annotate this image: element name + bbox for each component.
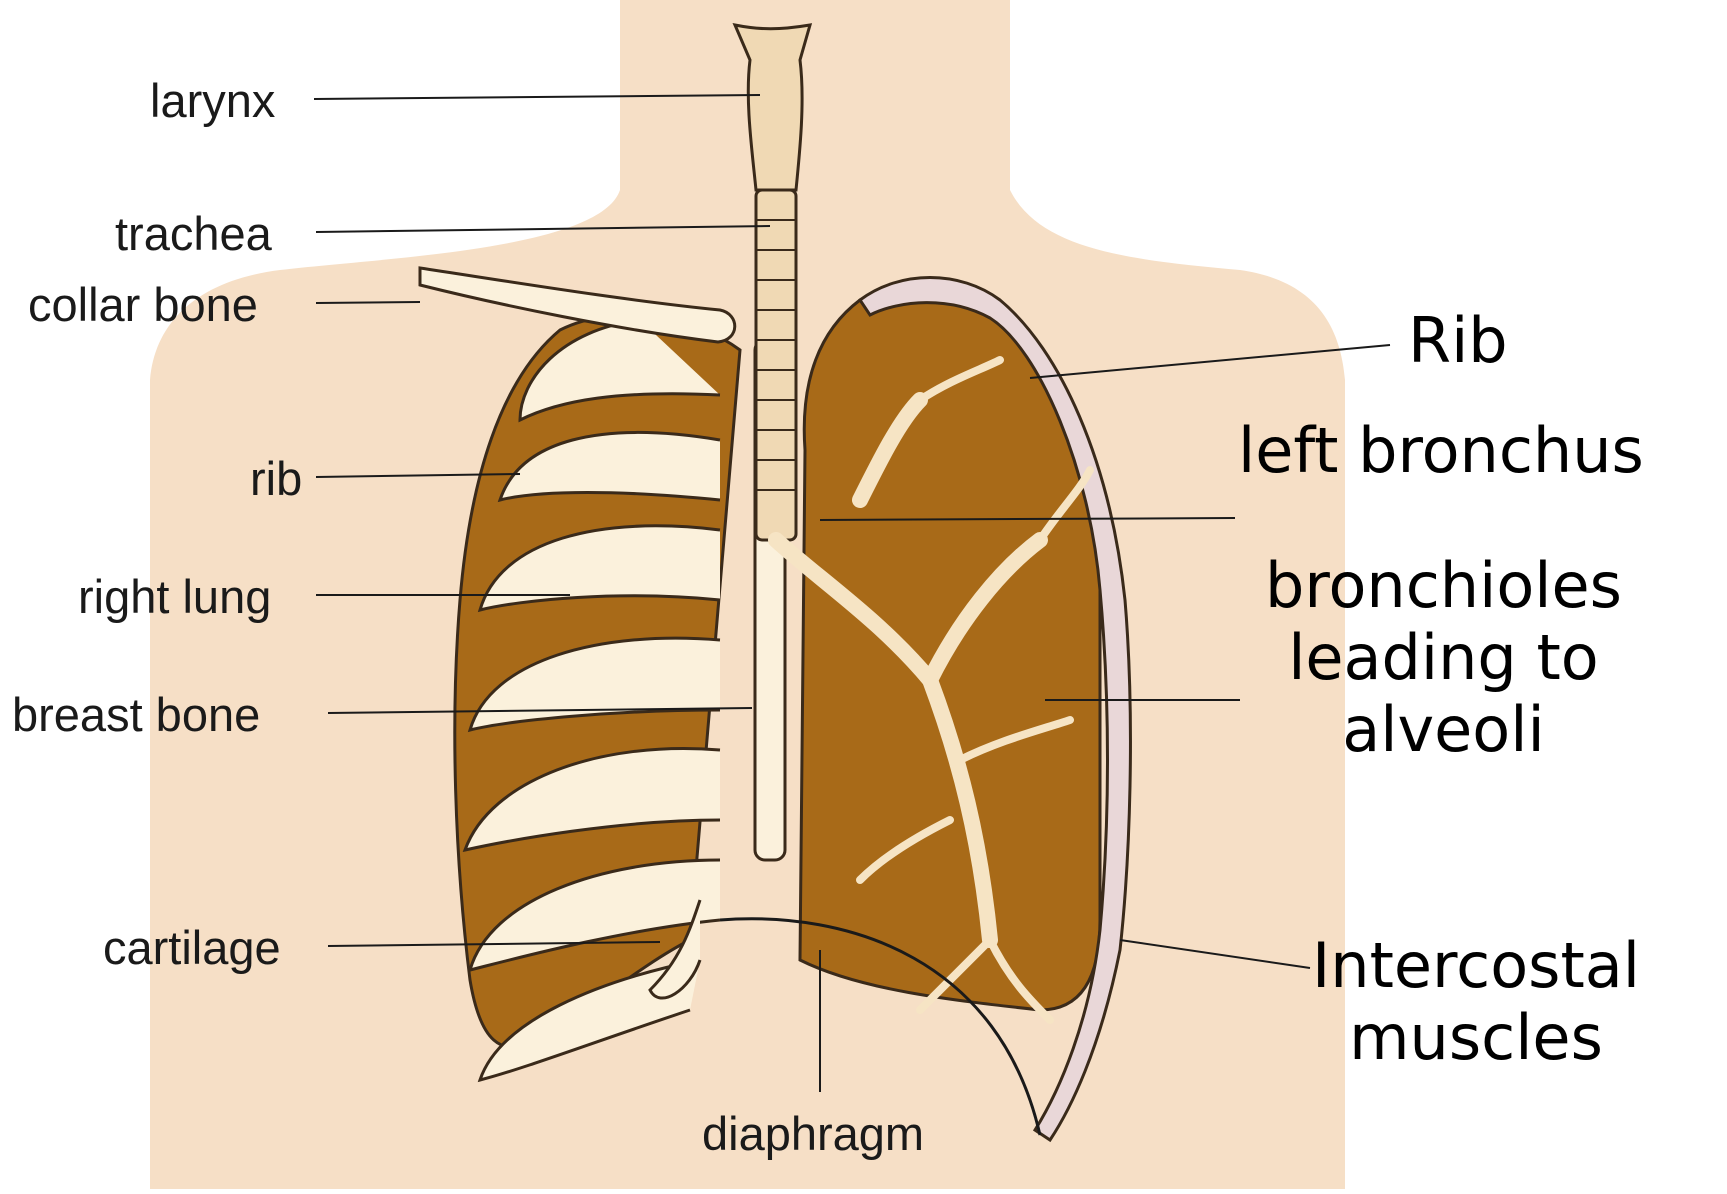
label-breast-bone: breast bone bbox=[12, 691, 260, 738]
label-bronchioles-line3: alveoli bbox=[1265, 694, 1622, 766]
label-intercostal-line2: muscles bbox=[1312, 1002, 1640, 1074]
leader-collar-bone bbox=[316, 302, 420, 303]
label-cartilage: cartilage bbox=[103, 924, 281, 971]
label-bronchioles: bronchioles leading to alveoli bbox=[1265, 550, 1622, 766]
label-bronchioles-line1: bronchioles bbox=[1265, 550, 1622, 622]
label-intercostal-line1: Intercostal bbox=[1312, 930, 1640, 1002]
label-right-lung: right lung bbox=[78, 573, 271, 620]
label-larynx: larynx bbox=[150, 77, 275, 124]
label-left-bronchus: left bronchus bbox=[1238, 415, 1644, 487]
trachea bbox=[756, 190, 796, 540]
label-rib: rib bbox=[250, 455, 302, 502]
label-bronchioles-line2: leading to bbox=[1265, 622, 1622, 694]
label-collar-bone: collar bone bbox=[28, 281, 258, 328]
label-rib-right: Rib bbox=[1408, 305, 1508, 377]
label-intercostal: Intercostal muscles bbox=[1312, 930, 1640, 1074]
label-diaphragm: diaphragm bbox=[702, 1110, 924, 1157]
label-trachea: trachea bbox=[115, 210, 272, 257]
